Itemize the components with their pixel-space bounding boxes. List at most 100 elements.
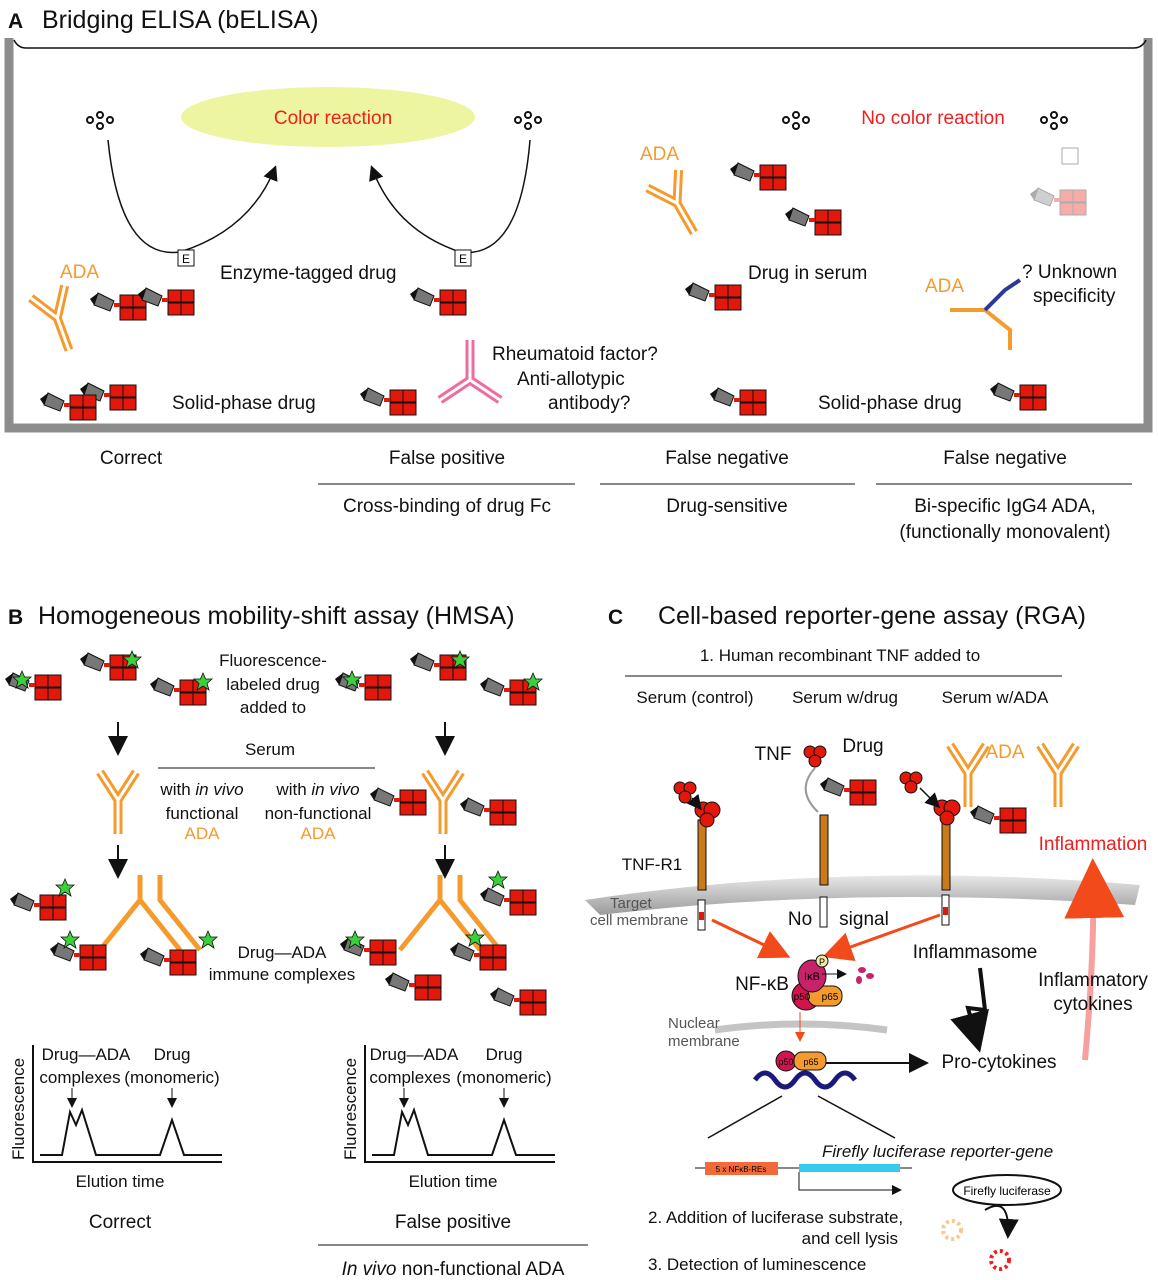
drug [818, 776, 878, 807]
membrane-label: membrane [668, 1033, 740, 1050]
inflammasome-label: Inflammasome [913, 942, 1038, 963]
cell-membrane-label: cell membrane [590, 912, 688, 929]
substrate-dots [86, 111, 114, 130]
no-label: No [788, 909, 812, 930]
y-axis-label: Fluorescence [9, 1058, 28, 1160]
inflammatory-label: Inflammatory [1038, 970, 1148, 991]
drug [458, 796, 518, 827]
target-cell-membrane [585, 875, 1140, 915]
faded-enzyme-tagged-drug [1028, 147, 1088, 217]
x-axis-label: Elution time [76, 1172, 165, 1191]
outcome-correct: Correct [100, 448, 163, 469]
peak-label: (monomeric) [124, 1068, 219, 1087]
reporter-gene-bar [799, 1164, 900, 1172]
column-serum-ada: Serum w/ADA [942, 688, 1049, 707]
elution-trace [40, 1107, 222, 1156]
enzyme-tagged-drug [88, 291, 148, 322]
solid-phase-drug [988, 381, 1048, 412]
enzyme-tag-label: E [182, 252, 190, 266]
svg-text:p65: p65 [822, 992, 839, 1003]
color-reaction-label: Color reaction [274, 108, 392, 129]
tnf-trimer [673, 745, 961, 828]
solid-phase-drug [708, 386, 768, 417]
x-axis-label: Elution time [409, 1172, 498, 1191]
nfkb-re-label: 5 x NFκB-REs [716, 1165, 767, 1174]
outcome-false-negative: False negative [665, 448, 789, 469]
luciferase-ellipse [952, 1174, 1062, 1206]
peak-label: Drug—ADA [42, 1045, 131, 1064]
ada-label: ADA [185, 824, 221, 843]
cause-bispecific: Bi-specific IgG4 ADA, [914, 496, 1096, 517]
panel-a-title: Bridging ELISA (bELISA) [42, 6, 319, 34]
svg-text:IκB: IκB [804, 971, 820, 983]
graph-axes [364, 1045, 555, 1163]
panel-c-title: Cell-based reporter-gene assay (RGA) [658, 602, 1086, 630]
nfkb-re-box [705, 1162, 778, 1175]
drug-label: Drug [842, 736, 883, 757]
elution-trace [372, 1107, 555, 1156]
well-surface-line [13, 39, 1147, 49]
outcome-false-positive: False positive [389, 448, 505, 469]
signal-arrow [711, 918, 791, 959]
degraded-ikb [856, 967, 874, 984]
labeled-drugs-right [333, 650, 543, 707]
reaction-arrow [107, 139, 278, 254]
graph-axes [32, 1045, 222, 1163]
elution-graph-right: Fluorescence Drug—ADA complexes Drug (mo… [341, 1045, 555, 1191]
inflammation-arrow [1064, 858, 1125, 1061]
nuclear-membrane [714, 1020, 888, 1034]
drug-in-serum-label: Drug in serum [748, 263, 867, 284]
svg-text:p50: p50 [794, 992, 811, 1003]
luciferase-label: Firefly luciferase [963, 1184, 1051, 1198]
ada-antibody [31, 286, 86, 357]
solid-phase-drug [358, 386, 418, 417]
outcome-correct: Correct [89, 1212, 152, 1233]
svg-text:p65: p65 [803, 1057, 818, 1067]
ada-antibody [100, 772, 136, 834]
ada-antibody [425, 772, 461, 834]
labeled-drug-label: labeled drug [226, 675, 320, 694]
y-axis-label: Fluorescence [341, 1058, 360, 1160]
ada-antibody [950, 745, 986, 807]
step-2-label: 2. Addition of luciferase substrate, [648, 1208, 903, 1227]
non-functional-label: non-functional [265, 804, 372, 823]
with-in-vivo-label: with in vivo [159, 780, 243, 799]
serum-drug [683, 281, 743, 312]
substrate-icon [941, 1219, 963, 1241]
serum-drug [783, 206, 843, 237]
nfkb-label: NF-κB [735, 974, 789, 995]
nfkb-bound-dna: p50 p65 [752, 1050, 858, 1090]
ada-label: ADA [60, 262, 99, 283]
svg-text:P: P [819, 957, 825, 967]
step-2b-label: and cell lysis [802, 1229, 898, 1248]
column-serum-drug: Serum w/drug [792, 688, 898, 707]
ada-label: ADA [640, 144, 679, 165]
cause-drug-sensitive: Drug-sensitive [666, 496, 787, 517]
cause-cross-binding: Cross-binding of drug Fc [343, 496, 551, 517]
added-to-label: added to [240, 698, 306, 717]
color-reaction-ellipse [181, 87, 475, 147]
nfkb-complex: P IκB p50 p65 [791, 954, 843, 1011]
with-in-vivo-label: with in vivo [275, 780, 359, 799]
peak-label: Drug [154, 1045, 191, 1064]
elisa-well [4, 38, 1153, 433]
ada-label: ADA [985, 742, 1024, 763]
substrate-dots [514, 111, 542, 130]
tnf-receptors [697, 814, 951, 931]
ada-label: ADA [301, 824, 337, 843]
column-serum-control: Serum (control) [636, 688, 753, 707]
solid-phase-drug [38, 391, 98, 422]
panel-c-letter: C [608, 606, 623, 629]
tnf-label: TNF [755, 744, 792, 765]
enzyme-tag-icon [177, 249, 195, 267]
enzyme-tagged-drug-label: Enzyme-tagged drug [220, 263, 396, 284]
anti-allotypic-label: Anti-allotypic [517, 369, 625, 390]
outcome-false-negative: False negative [943, 448, 1067, 469]
target-label: Target [610, 895, 653, 912]
no-color-reaction-label: No color reaction [861, 108, 1005, 129]
elution-graph-left: Fluorescence Drug—ADA complexes Drug (mo… [9, 1045, 222, 1191]
substrate-dots [1040, 111, 1068, 130]
peak-label: complexes [39, 1068, 120, 1087]
inflammation-label: Inflammation [1039, 834, 1148, 855]
drug [968, 804, 1028, 835]
